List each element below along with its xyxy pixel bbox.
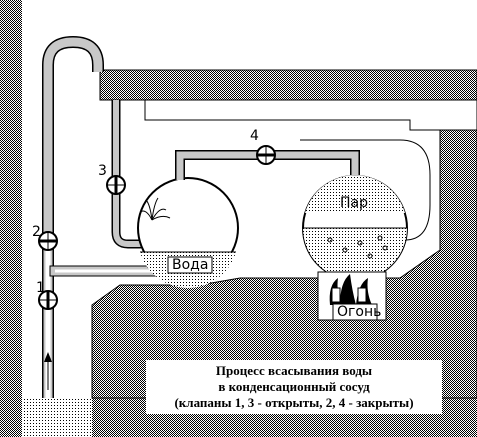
caption-line-2: в конденсационный сосуд — [218, 379, 370, 394]
valve-2-label: 2 — [32, 224, 41, 240]
boiler-water — [303, 228, 407, 280]
steam-label: Пар — [340, 195, 368, 211]
water-label: Вода — [172, 257, 208, 273]
caption-line-1: Процесс всасывания воды — [216, 363, 372, 378]
boiler-steam — [305, 175, 405, 213]
ceiling-inner — [144, 99, 477, 131]
valve-4-label: 4 — [250, 128, 259, 144]
valve-3-label: 3 — [98, 163, 107, 179]
water-reservoir — [22, 398, 92, 437]
fire-label: Огонь — [337, 304, 381, 320]
valve-2 — [38, 231, 58, 251]
return-pipe — [300, 139, 431, 241]
valve-4 — [256, 145, 276, 165]
flame-gap-2 — [357, 287, 367, 303]
valve-1 — [38, 290, 58, 310]
bubbles-icon — [327, 235, 388, 259]
fire-label-box — [332, 303, 378, 321]
flame-gap-1 — [331, 287, 341, 303]
flow-arrow-up-icon — [44, 352, 52, 362]
water-label-box — [167, 256, 213, 274]
water-spray-icon — [139, 197, 171, 221]
valve-1-label: 1 — [36, 280, 45, 296]
main-pipe-outline — [42, 35, 104, 398]
caption-line-3: (клапаны 1, 3 - открыты, 2, 4 - закрыты) — [174, 395, 413, 410]
left-wall — [0, 0, 22, 437]
caption-box — [146, 360, 442, 414]
main-pipe — [43, 37, 103, 398]
valve-3 — [106, 175, 126, 195]
